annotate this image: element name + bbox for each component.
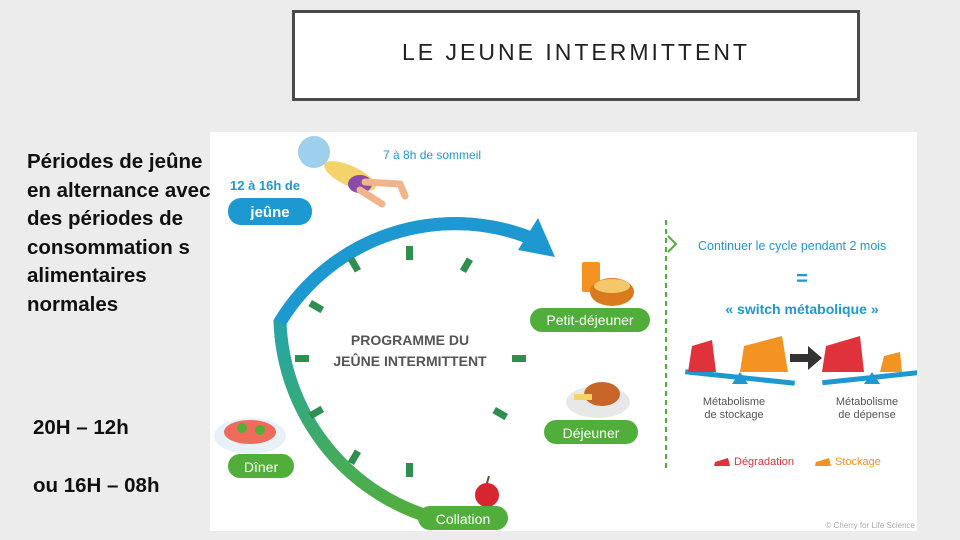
hours-option-2: ou 16H – 08h: [33, 474, 159, 498]
divider-chevron-icon: [668, 236, 676, 252]
tick-7: [348, 449, 361, 465]
transition-arrow-icon: [790, 346, 822, 370]
expenditure-scale-illustration: [822, 336, 917, 385]
apple-illustration: [475, 476, 499, 507]
tick-4: [492, 407, 508, 420]
tick-3: [512, 355, 526, 362]
fast-duration-label: 12 à 16h de: [230, 178, 300, 193]
lunch-label: Déjeuner: [563, 425, 620, 441]
storage-legend-label: Stockage: [835, 456, 881, 468]
dinner-label: Dîner: [244, 459, 279, 475]
expenditure-scale-label-1: Métabolisme: [836, 396, 898, 408]
storage-scale-label-2: de stockage: [704, 409, 763, 421]
sleeping-person-illustration: [298, 136, 405, 204]
degradation-legend-label: Dégradation: [734, 456, 794, 468]
lunch-illustration: [566, 382, 630, 418]
snack-label: Collation: [436, 511, 490, 527]
breakfast-illustration: [582, 262, 634, 306]
equals-sign: =: [796, 268, 808, 290]
storage-scale-label-1: Métabolisme: [703, 396, 765, 408]
cycle-instruction: Continuer le cycle pendant 2 mois: [698, 239, 886, 253]
expenditure-scale-label-2: de dépense: [838, 409, 896, 421]
program-title-line2: JEÛNE INTERMITTENT: [333, 352, 487, 369]
degradation-legend-icon: [714, 458, 730, 466]
dinner-illustration: [214, 418, 286, 454]
program-title-line1: PROGRAMME DU: [351, 332, 469, 348]
slide-description: Périodes de jeûne en alternance avec des…: [27, 148, 217, 319]
hours-option-1: 20H – 12h: [33, 416, 129, 440]
tick-9: [295, 355, 309, 362]
tick-6: [406, 463, 413, 477]
fast-badge-label: jeûne: [249, 204, 289, 221]
storage-scale-illustration: [685, 336, 795, 386]
tick-10: [308, 300, 324, 313]
credit-text: © Cherry for Life Science: [826, 521, 916, 530]
breakfast-label: Petit-déjeuner: [546, 312, 634, 328]
sleep-duration-label: 7 à 8h de sommeil: [383, 148, 481, 162]
metabolic-switch-label: « switch métabolique »: [725, 301, 878, 317]
storage-legend-icon: [815, 458, 831, 466]
slide-title: LE JEUNE INTERMITTENT: [402, 39, 750, 66]
infographic: PROGRAMME DU JEÛNE INTERMITTENT 7 à 8h d…: [210, 132, 917, 531]
title-box: LE JEUNE INTERMITTENT: [292, 10, 860, 101]
tick-1: [460, 257, 473, 273]
tick-12: [406, 246, 413, 260]
